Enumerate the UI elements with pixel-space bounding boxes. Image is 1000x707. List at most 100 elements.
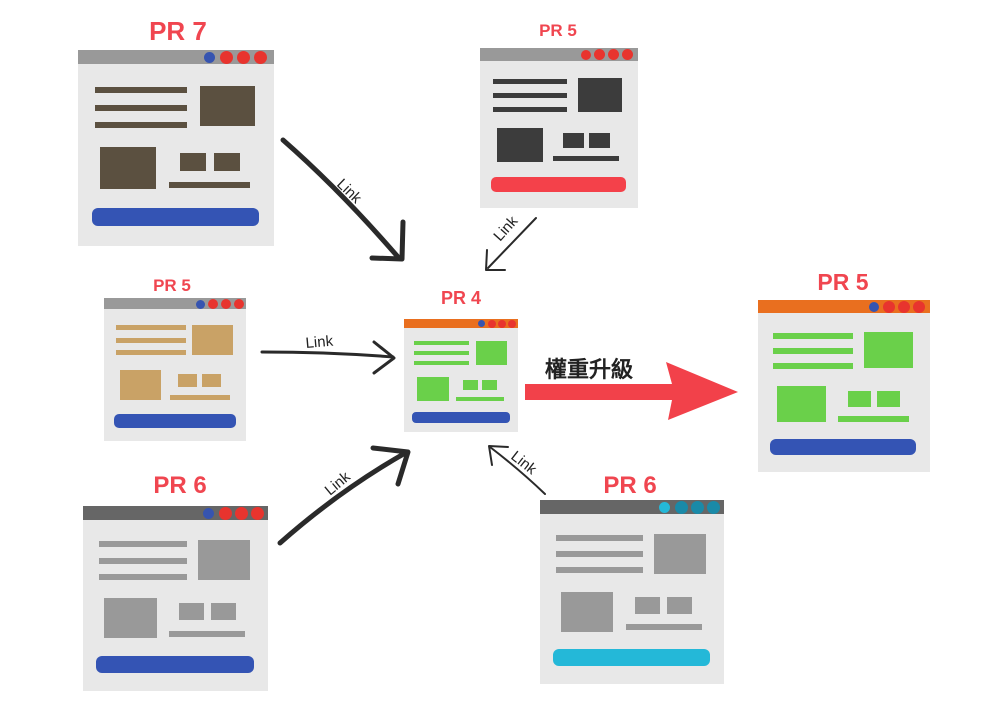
arrowhead-icon (370, 445, 411, 487)
text-line (414, 341, 469, 345)
image-block (578, 78, 622, 112)
webpage-window (78, 50, 274, 246)
link-arrow (489, 446, 546, 495)
button-bar (491, 177, 626, 192)
text-line (414, 351, 469, 355)
text-line (95, 105, 187, 111)
window-dot-icon (196, 300, 205, 309)
upgrade-label: 權重升級 (545, 358, 634, 383)
image-block (864, 332, 913, 368)
thumb-block (635, 597, 660, 614)
pr-label: PR 5 (539, 21, 577, 40)
window-dot-icon (608, 49, 619, 60)
webpage-window (404, 319, 518, 432)
title-bar (104, 298, 246, 309)
text-line (99, 541, 187, 547)
image-block (100, 147, 156, 189)
text-line (556, 551, 643, 557)
link-arrow (280, 137, 401, 260)
image-block (198, 540, 250, 580)
text-line (773, 363, 853, 369)
text-line (116, 325, 186, 330)
window-dot-icon (594, 49, 605, 60)
webpage-window (104, 298, 246, 441)
link-arrow (260, 350, 395, 359)
image-block (192, 325, 233, 355)
window-dot-icon (204, 52, 215, 63)
link-label: Link (508, 448, 541, 479)
text-line (556, 535, 643, 541)
text-line (626, 624, 702, 630)
text-line (116, 350, 186, 355)
image-block (476, 341, 507, 365)
arrowhead-icon (485, 249, 506, 271)
window-dot-icon (913, 301, 925, 313)
image-block (120, 370, 161, 400)
window-dot-icon (869, 302, 879, 312)
image-block (654, 534, 706, 574)
upgrade-arrow (525, 362, 738, 420)
image-block (561, 592, 613, 632)
window-dot-icon (488, 320, 496, 328)
text-line (95, 87, 187, 93)
window-dot-icon (707, 501, 720, 514)
button-bar (114, 414, 236, 428)
window-dot-icon (221, 299, 231, 309)
image-block (777, 386, 826, 422)
text-line (169, 182, 250, 188)
pr-label: PR 5 (817, 269, 869, 295)
window-dot-icon (659, 502, 670, 513)
button-bar (92, 208, 259, 226)
text-line (493, 107, 567, 112)
link-arrow (277, 449, 410, 546)
image-block (497, 128, 543, 162)
window-dot-icon (508, 320, 516, 328)
thumb-block (178, 374, 197, 387)
window-dot-icon (220, 51, 233, 64)
link-label: Link (322, 468, 354, 499)
thumb-block (848, 391, 871, 407)
thumb-block (211, 603, 236, 620)
text-line (773, 333, 853, 339)
text-line (414, 361, 469, 365)
title-bar (404, 319, 518, 328)
window-dot-icon (219, 507, 232, 520)
window-dot-icon (237, 51, 250, 64)
window-dot-icon (675, 501, 688, 514)
arrowhead-icon (372, 340, 396, 375)
arrowhead-icon (369, 219, 406, 262)
window-dot-icon (234, 299, 244, 309)
thumb-block (202, 374, 221, 387)
pr-label: PR 4 (440, 288, 482, 308)
text-line (95, 122, 187, 128)
window-dot-icon (208, 299, 218, 309)
button-bar (553, 649, 710, 666)
webpage-window (480, 48, 638, 208)
text-line (493, 93, 567, 98)
thumb-block (589, 133, 610, 148)
window-dot-icon (898, 301, 910, 313)
window-dot-icon (203, 508, 214, 519)
link-arrow (487, 217, 537, 269)
window-dot-icon (691, 501, 704, 514)
window-dot-icon (498, 320, 506, 328)
link-label: Link (490, 212, 521, 244)
text-line (99, 574, 187, 580)
thumb-block (877, 391, 900, 407)
text-line (838, 416, 909, 422)
webpage-window (758, 300, 930, 472)
window-dot-icon (581, 50, 591, 60)
pr-label: PR 7 (149, 16, 207, 46)
thumb-block (667, 597, 692, 614)
thumb-block (563, 133, 584, 148)
image-block (417, 377, 449, 401)
image-block (200, 86, 255, 126)
window-dot-icon (883, 301, 895, 313)
pr-label: PR 5 (153, 276, 191, 295)
thumb-block (214, 153, 240, 171)
thumb-block (482, 380, 497, 390)
button-bar (770, 439, 916, 455)
link-label: Link (333, 176, 365, 208)
thumb-block (180, 153, 206, 171)
